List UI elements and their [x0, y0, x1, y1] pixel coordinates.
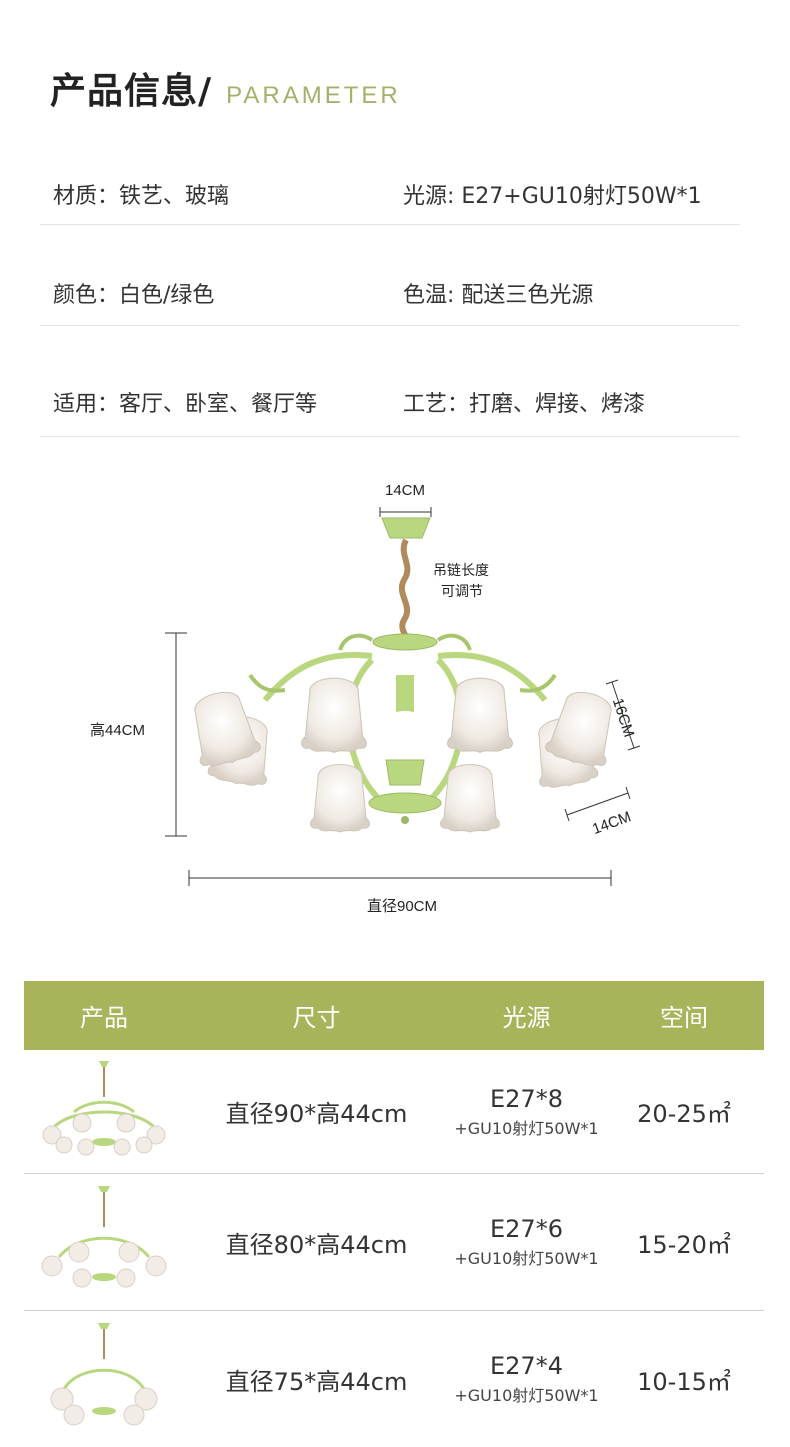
param-row: 适用：客厅、卧室、餐厅等 工艺：打磨、焊接、烤漆 — [40, 326, 740, 437]
row-size: 直径90*高44cm — [225, 1100, 408, 1128]
chandelier-thumb-6 — [41, 1186, 167, 1288]
title-cn: 产品信息/ — [50, 71, 213, 112]
row-source: E27*6 +GU10射灯50W*1 — [449, 1215, 604, 1269]
row-source: E27*4 +GU10射灯50W*1 — [449, 1352, 604, 1406]
chandelier-illustration — [165, 507, 641, 886]
product-thumbnail — [24, 1319, 184, 1439]
page-title: 产品信息/ PARAMETER — [50, 62, 401, 114]
row-space: 20-25㎡ — [637, 1100, 731, 1128]
product-thumbnail — [24, 1182, 184, 1302]
table-row: 直径75*高44cm E27*4 +GU10射灯50W*1 10-15㎡ — [24, 1311, 764, 1447]
row-space: 15-20㎡ — [637, 1230, 731, 1259]
row-source-main: E27*8 — [490, 1084, 563, 1113]
row-source-main: E27*4 — [490, 1352, 563, 1380]
chain-note-1: 吊链长度 — [433, 562, 489, 578]
param-craft: 工艺：打磨、焊接、烤漆 — [403, 392, 646, 417]
param-material: 材质：铁艺、玻璃 — [53, 184, 230, 209]
product-thumbnail — [24, 1057, 184, 1167]
table-header: 产品 尺寸 光源 空间 — [24, 981, 764, 1050]
spec-table: 产品 尺寸 光源 空间 直径90*高44cm E27*8 +GU10射灯50W*… — [24, 981, 764, 1447]
row-source-sub: +GU10射灯50W*1 — [454, 1118, 599, 1138]
row-source-sub: +GU10射灯50W*1 — [454, 1249, 599, 1268]
row-size: 直径75*高44cm — [225, 1367, 408, 1396]
table-row: 直径80*高44cm E27*6 +GU10射灯50W*1 15-20㎡ — [24, 1174, 764, 1311]
chain-note-2: 可调节 — [441, 583, 483, 599]
header-product: 产品 — [80, 1004, 128, 1032]
row-size: 直径80*高44cm — [225, 1230, 408, 1259]
dimension-diagram: 14CM 吊链长度 可调节 高44CM 16CM 14CM 直径90CM — [0, 460, 790, 940]
dim-diameter: 直径90CM — [367, 898, 438, 915]
parameter-list: 材质：铁艺、玻璃 光源: E27+GU10射灯50W*1 颜色：白色/绿色 色温… — [40, 148, 740, 437]
param-usage: 适用：客厅、卧室、餐厅等 — [53, 392, 318, 417]
row-source-sub: +GU10射灯50W*1 — [454, 1386, 599, 1405]
dim-height: 高44CM — [90, 722, 146, 739]
chandelier-thumb-4 — [50, 1323, 158, 1426]
param-row: 颜色：白色/绿色 色温: 配送三色光源 — [40, 225, 740, 326]
header-size: 尺寸 — [292, 1004, 341, 1032]
row-source: E27*8 +GU10射灯50W*1 — [449, 1085, 604, 1139]
header-space: 空间 — [660, 1004, 708, 1032]
param-color-temp: 色温: 配送三色光源 — [403, 283, 594, 308]
title-en: PARAMETER — [226, 82, 401, 109]
row-space: 10-15㎡ — [637, 1367, 731, 1396]
header-source: 光源 — [502, 1004, 551, 1032]
dim-top-width: 14CM — [385, 482, 426, 499]
param-row: 材质：铁艺、玻璃 光源: E27+GU10射灯50W*1 — [40, 148, 740, 225]
param-color: 颜色：白色/绿色 — [53, 283, 215, 308]
param-light-source: 光源: E27+GU10射灯50W*1 — [403, 184, 702, 209]
row-source-main: E27*6 — [490, 1215, 563, 1243]
chandelier-thumb-8 — [42, 1060, 166, 1155]
table-row: 直径90*高44cm E27*8 +GU10射灯50W*1 20-25㎡ — [24, 1050, 764, 1174]
